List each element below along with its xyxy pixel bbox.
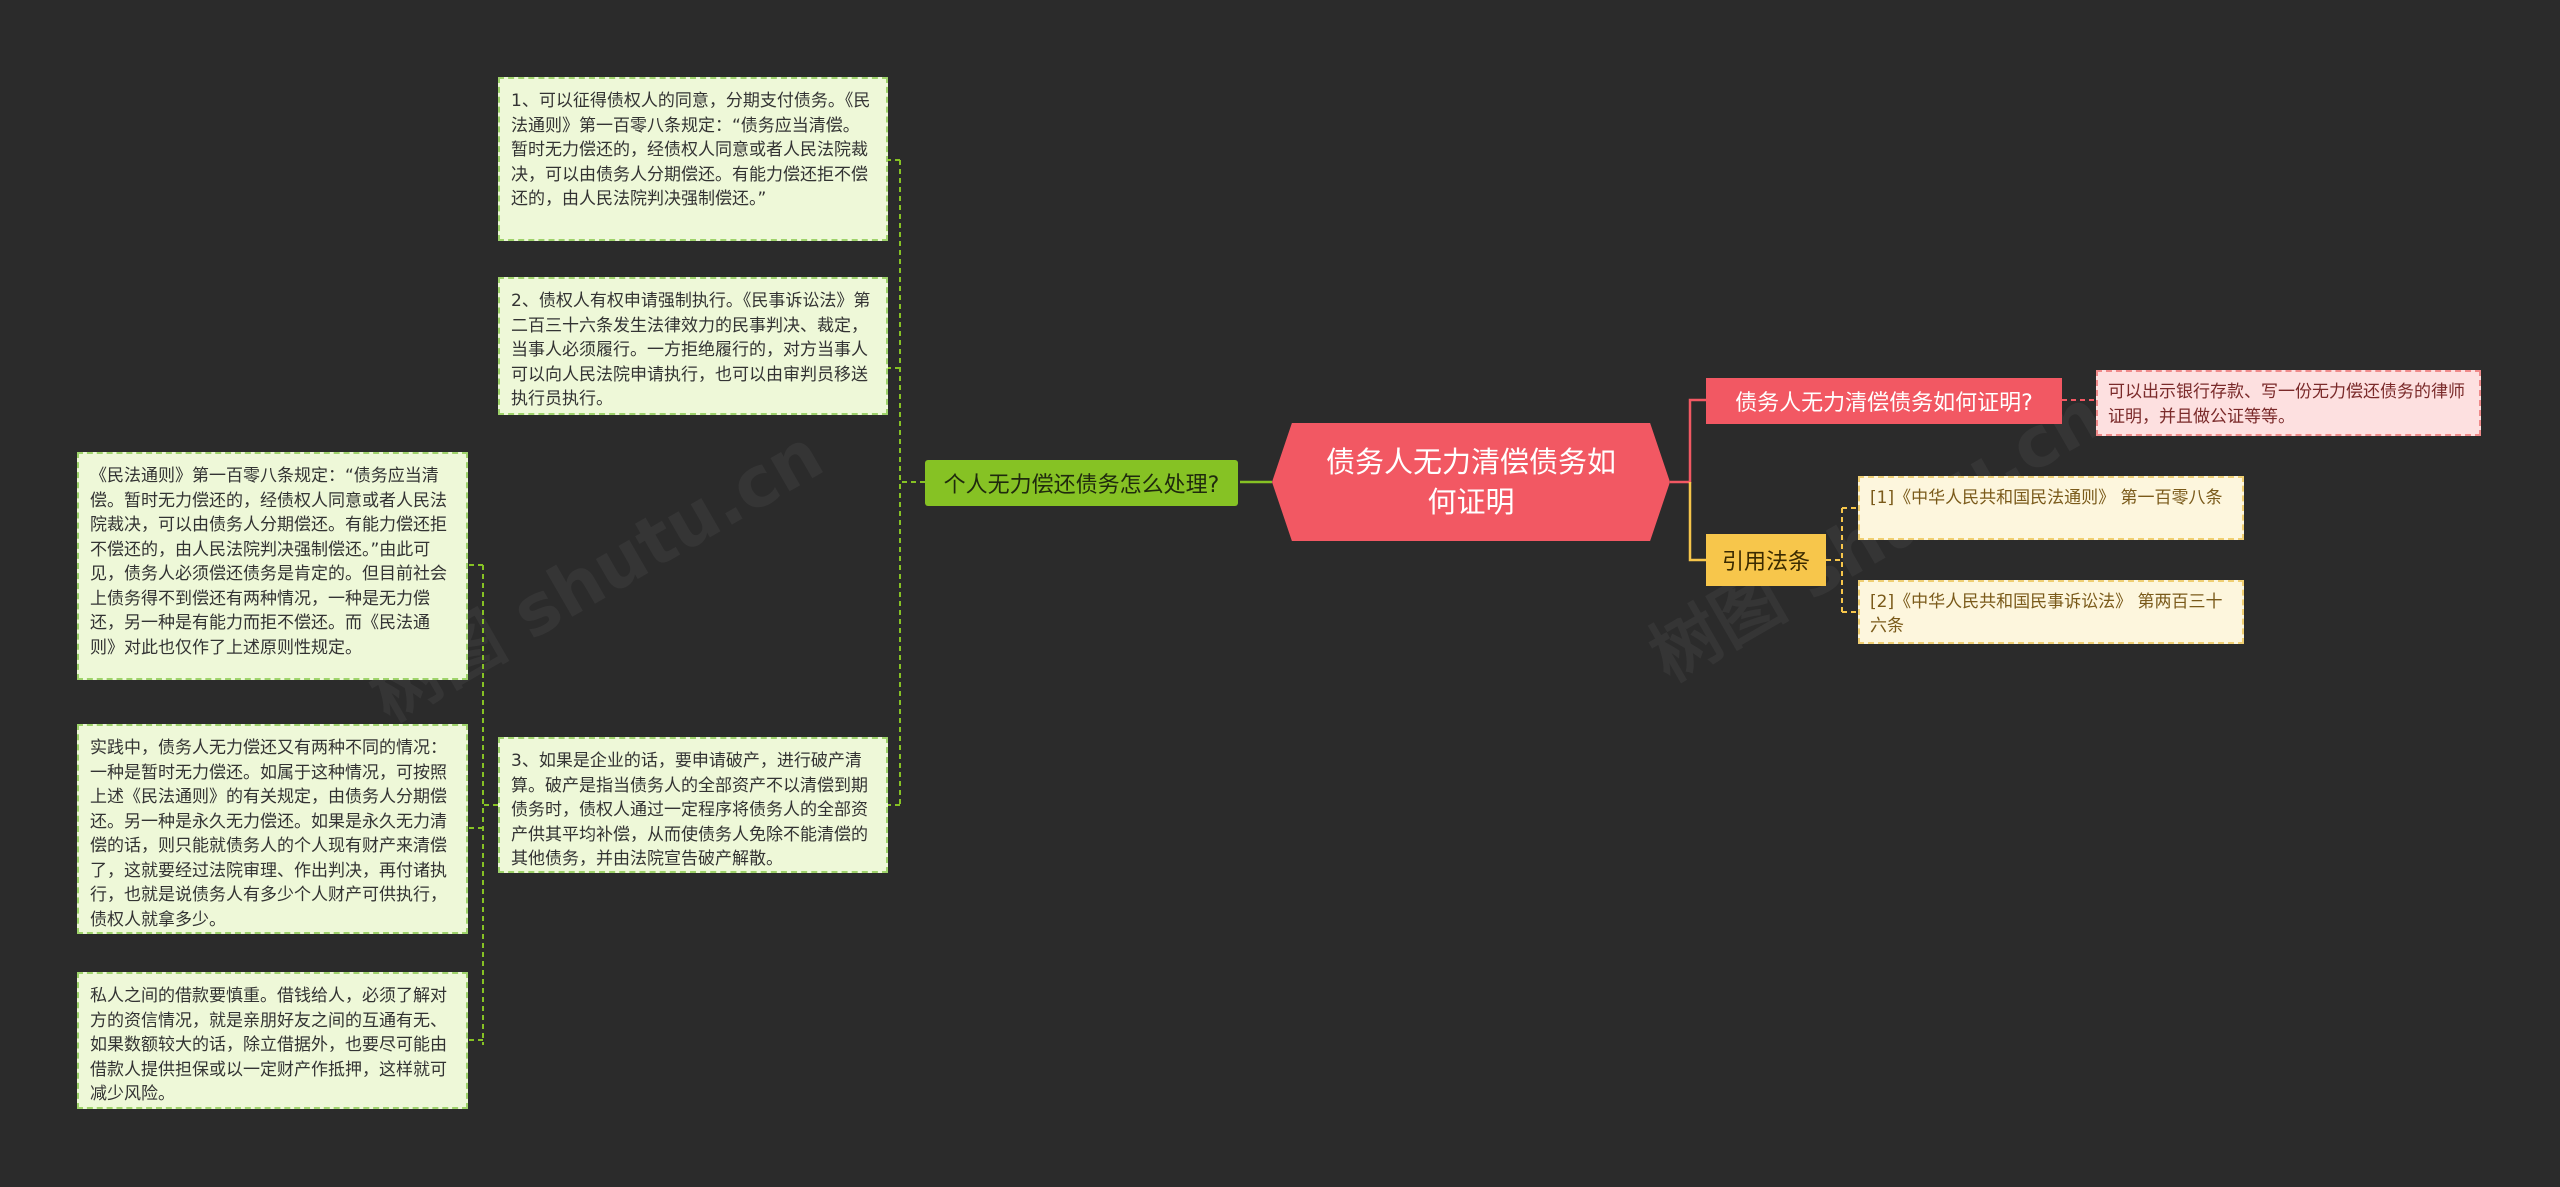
question-node[interactable]: 个人无力偿还债务怎么处理? (925, 460, 1238, 506)
law-item-1-text: [1]《中华人民共和国民法通则》 第一百零八条 (1870, 488, 2223, 508)
sub-item-2[interactable]: 实践中，债务人无力偿还又有两种不同的情况：一种是暂时无力偿还。如属于这种情况，可… (77, 724, 468, 934)
root-topic-label: 债务人无力清偿债务如何证明 (1325, 445, 1616, 519)
question-label: 个人无力偿还债务怎么处理? (943, 473, 1220, 498)
item-2-text: 2、债权人有权申请强制执行。《民事诉讼法》第二百三十六条发生法律效力的民事判决、… (511, 291, 871, 409)
item-1-text: 1、可以征得债权人的同意，分期支付债务。《民法通则》第一百零八条规定：“债务应当… (511, 91, 871, 209)
proof-question-node[interactable]: 债务人无力清偿债务如何证明? (1706, 378, 2062, 424)
law-item-1[interactable]: [1]《中华人民共和国民法通则》 第一百零八条 (1858, 476, 2244, 540)
item-2[interactable]: 2、债权人有权申请强制执行。《民事诉讼法》第二百三十六条发生法律效力的民事判决、… (498, 277, 888, 415)
proof-question-label: 债务人无力清偿债务如何证明? (1735, 391, 2033, 416)
law-item-2[interactable]: [2]《中华人民共和国民事诉讼法》 第两百三十六条 (1858, 580, 2244, 644)
item-1[interactable]: 1、可以征得债权人的同意，分期支付债务。《民法通则》第一百零八条规定：“债务应当… (498, 77, 888, 241)
sub-item-3-text: 私人之间的借款要慎重。借钱给人，必须了解对方的资信情况，就是亲朋好友之间的互通有… (90, 986, 447, 1104)
proof-answer[interactable]: 可以出示银行存款、写一份无力偿还债务的律师证明，并且做公证等等。 (2096, 370, 2481, 436)
proof-answer-text: 可以出示银行存款、写一份无力偿还债务的律师证明，并且做公证等等。 (2108, 382, 2465, 427)
law-node[interactable]: 引用法条 (1706, 534, 1826, 586)
sub-item-2-text: 实践中，债务人无力偿还又有两种不同的情况：一种是暂时无力偿还。如属于这种情况，可… (90, 738, 447, 930)
root-topic[interactable]: 债务人无力清偿债务如何证明 (1272, 423, 1670, 541)
link-root-right (1670, 398, 1706, 484)
link-root-law (1688, 482, 1706, 562)
sub-item-1-text: 《民法通则》第一百零八条规定：“债务应当清偿。暂时无力偿还的，经债权人同意或者人… (90, 466, 447, 658)
sub-item-1[interactable]: 《民法通则》第一百零八条规定：“债务应当清偿。暂时无力偿还的，经债权人同意或者人… (77, 452, 468, 680)
item-3-text: 3、如果是企业的话，要申请破产，进行破产清算。破产是指当债务人的全部资产不以清偿… (511, 751, 868, 869)
law-item-2-text: [2]《中华人民共和国民事诉讼法》 第两百三十六条 (1870, 592, 2223, 636)
sub-item-3[interactable]: 私人之间的借款要慎重。借钱给人，必须了解对方的资信情况，就是亲朋好友之间的互通有… (77, 972, 468, 1109)
law-label: 引用法条 (1721, 550, 1810, 575)
item-3[interactable]: 3、如果是企业的话，要申请破产，进行破产清算。破产是指当债务人的全部资产不以清偿… (498, 737, 888, 873)
